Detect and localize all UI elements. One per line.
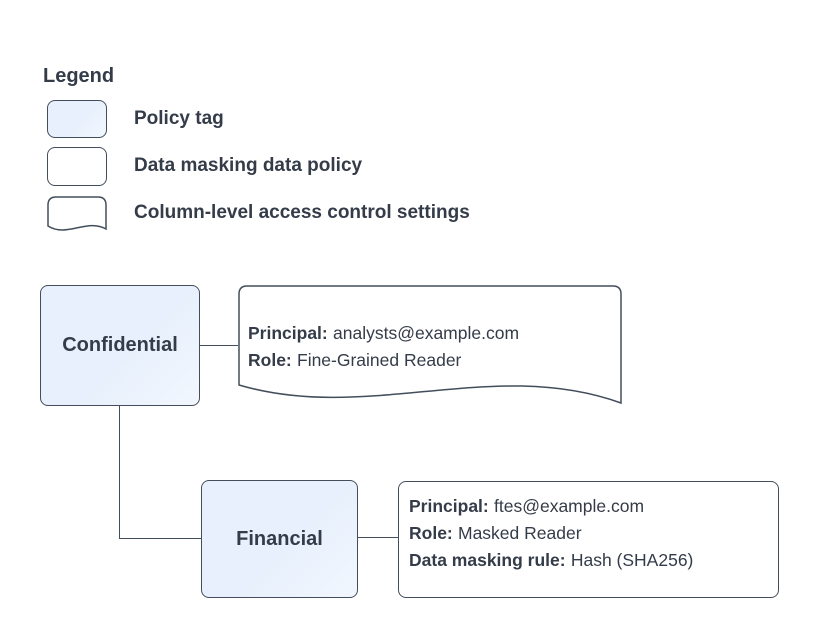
policy-line-role: Role:Masked Reader [409, 520, 693, 547]
policy-line-masking-rule: Data masking rule:Hash (SHA256) [409, 547, 693, 574]
settings-key-role: Role: [248, 350, 292, 370]
policy-value-masking-rule: Hash (SHA256) [570, 550, 694, 570]
node-financial-data-policy [398, 481, 779, 598]
policy-key-role: Role: [409, 523, 453, 543]
legend-label-policy-tag: Policy tag [134, 108, 224, 129]
settings-value-role: Fine-Grained Reader [297, 350, 462, 370]
node-confidential-policy-tag: Confidential [40, 285, 200, 406]
policy-value-role: Masked Reader [458, 523, 582, 543]
node-confidential-settings-document-shape [238, 285, 622, 405]
connector-confidential-to-financial [119, 406, 202, 539]
policy-value-principal: ftes@example.com [494, 496, 645, 516]
policy-key-masking-rule: Data masking rule: [409, 550, 566, 570]
settings-line-role: Role:Fine-Grained Reader [248, 347, 519, 374]
settings-key-principal: Principal: [248, 323, 328, 343]
settings-line-principal: Principal:analysts@example.com [248, 320, 519, 347]
policy-key-principal: Principal: [409, 496, 489, 516]
node-financial-label: Financial [236, 527, 323, 550]
policy-line-principal: Principal:ftes@example.com [409, 493, 693, 520]
legend-title: Legend [43, 65, 115, 87]
node-financial-policy-tag: Financial [201, 480, 358, 598]
node-confidential-label: Confidential [62, 334, 178, 356]
node-confidential-settings-text: Principal:analysts@example.com Role:Fine… [248, 320, 519, 374]
legend-swatch-document-shape [47, 196, 107, 231]
legend-swatch-data-masking-policy [47, 147, 107, 186]
legend-swatch-policy-tag [47, 100, 107, 138]
connector-confidential-to-settings [200, 345, 238, 346]
legend-label-data-masking-policy: Data masking data policy [134, 155, 363, 176]
legend-label-column-level-access: Column-level access control settings [134, 202, 470, 223]
settings-value-principal: analysts@example.com [333, 323, 520, 343]
connector-financial-to-policy [358, 537, 398, 538]
node-financial-policy-text: Principal:ftes@example.com Role:Masked R… [409, 493, 693, 574]
